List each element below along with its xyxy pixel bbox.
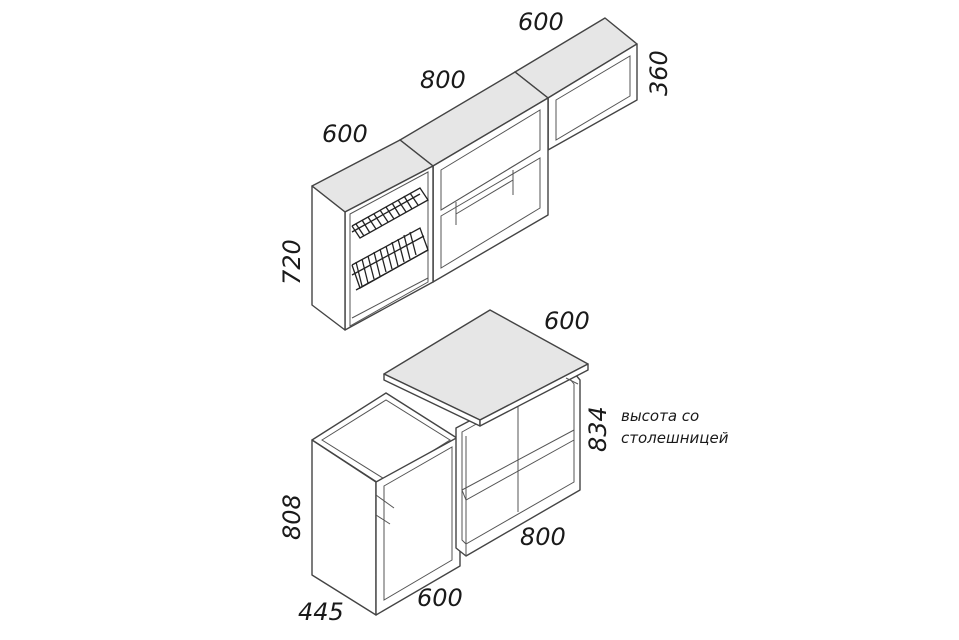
dim-upper-depth: 360 <box>645 50 673 96</box>
dim-upper-left-width: 600 <box>322 120 368 148</box>
dim-upper-middle-width: 800 <box>420 66 466 94</box>
dish-rack-upper <box>351 187 429 239</box>
dim-base-width: 600 <box>417 584 463 612</box>
dim-base-height: 808 <box>278 494 306 540</box>
dim-upper-right-width: 600 <box>518 8 564 36</box>
note-height-with-tabletop-line2: столешницей <box>621 429 729 447</box>
upper-cabinets: 600 800 600 360 720 <box>278 8 673 331</box>
dim-tabletop-width: 600 <box>544 307 590 335</box>
lower-cabinets: 600 834 высота со столешницей 800 808 60… <box>278 307 729 626</box>
dish-rack-lower <box>351 227 429 291</box>
lower-base-cabinet <box>311 392 461 616</box>
note-height-with-tabletop-line1: высота со <box>621 407 699 425</box>
dim-base-depth: 445 <box>298 598 344 626</box>
dim-lower-height-with-tabletop: 834 <box>584 406 612 452</box>
dim-upper-height: 720 <box>278 239 306 285</box>
dim-shelf-unit-width: 800 <box>520 523 566 551</box>
tabletop-edge-front <box>479 363 589 427</box>
upper-left-dish-rack-cabinet <box>311 139 434 331</box>
